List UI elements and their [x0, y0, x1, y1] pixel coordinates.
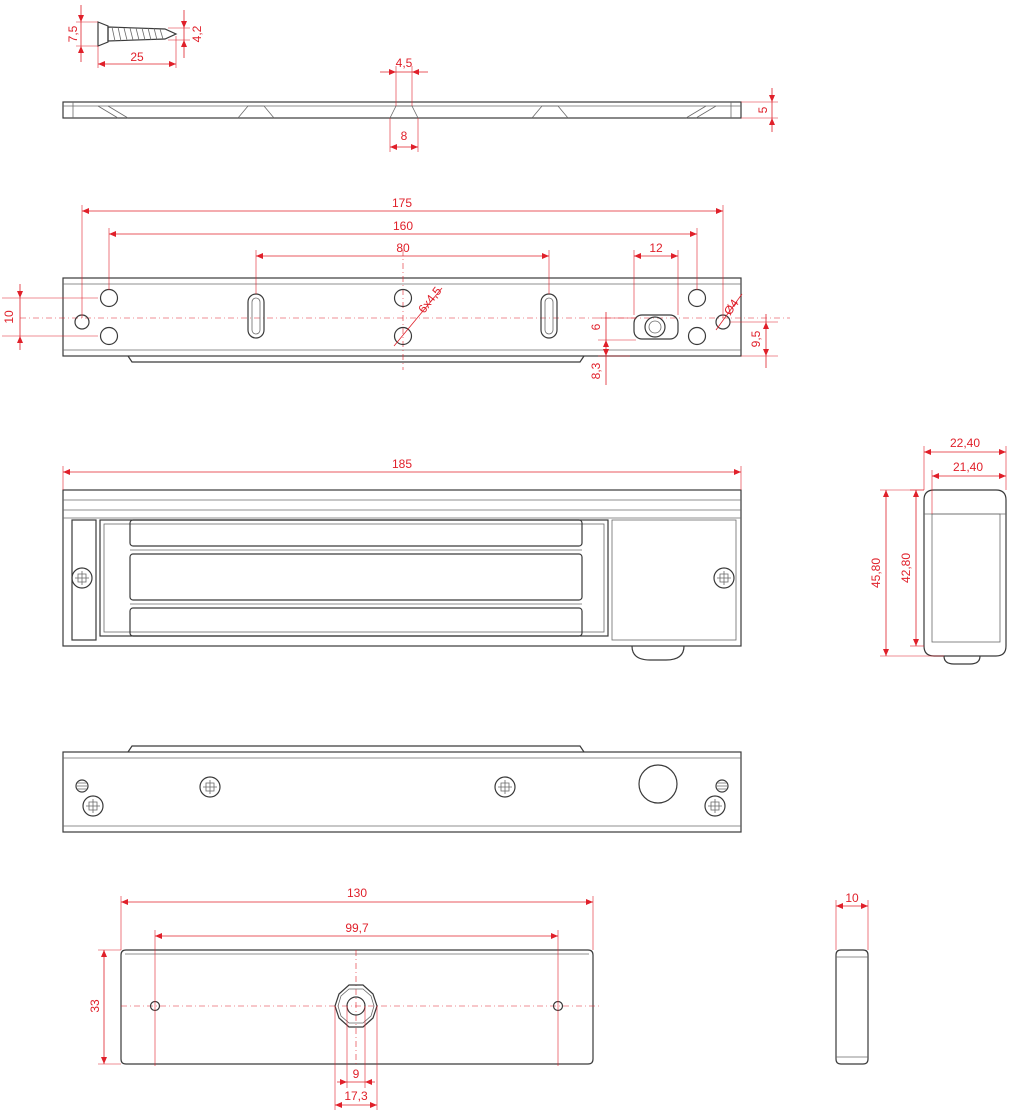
magnet-outer-width-label: 22,40	[950, 436, 980, 450]
armature-hole-spacing-label: 99,7	[345, 921, 369, 935]
pin-offset-label: 9,5	[749, 330, 763, 347]
set-screw-icon	[75, 779, 89, 793]
screw-view: 7,5 4,2 25	[66, 5, 204, 68]
mounting-plate-top-view: 175 160 80 12 6x4,5 Ø4 10	[2, 196, 790, 385]
screw-head-icon	[82, 795, 104, 817]
armature-height-label: 33	[88, 999, 102, 1013]
counterbore-width-label: 8	[401, 129, 408, 143]
set-screw-icon	[715, 779, 729, 793]
hole-callout-label: 6x4,5	[415, 284, 444, 316]
screw-head-icon	[199, 776, 221, 798]
lower-offset-label: 8,3	[589, 362, 603, 379]
armature-thickness-label: 10	[845, 891, 859, 905]
magnet-inner-width-label: 21,40	[953, 460, 983, 474]
armature-side-view: 10	[835, 891, 869, 1065]
screw-head-icon	[494, 776, 516, 798]
plate-length-label: 175	[392, 196, 412, 210]
slot-spacing-label: 80	[396, 241, 410, 255]
screw-head-icon	[71, 567, 93, 589]
hole-spacing-label: 160	[393, 219, 413, 233]
armature-length-label: 130	[347, 886, 367, 900]
inner-diameter-label: 9	[353, 1067, 360, 1081]
outer-diameter-label: 17,3	[344, 1089, 368, 1103]
mounting-plate-edge-view: 4,5 8 5	[62, 56, 778, 152]
magnet-back-view	[62, 745, 742, 833]
screw-length-label: 25	[130, 50, 144, 64]
slot-width-label: 4,5	[396, 56, 413, 70]
magnet-side-view: 22,40 21,40 45,80 42,80	[869, 436, 1007, 665]
screw-head-height-label: 7,5	[66, 25, 80, 42]
magnet-inner-height-label: 42,80	[899, 553, 913, 583]
screw-diameter-label: 4,2	[190, 25, 204, 42]
connector-offset-label: 6	[589, 323, 603, 330]
height-offset-label: 10	[2, 310, 16, 324]
magnet-outer-height-label: 45,80	[869, 558, 883, 588]
armature-plate-view: 130 99,7 33 9 17,3	[88, 886, 600, 1110]
plate-thickness-label: 5	[756, 106, 770, 113]
connector-width-label: 12	[649, 241, 663, 255]
screw-head-icon	[704, 795, 726, 817]
magnet-front-view: 185	[62, 457, 742, 661]
magnet-length-label: 185	[392, 457, 412, 471]
screw-head-icon	[713, 567, 735, 589]
